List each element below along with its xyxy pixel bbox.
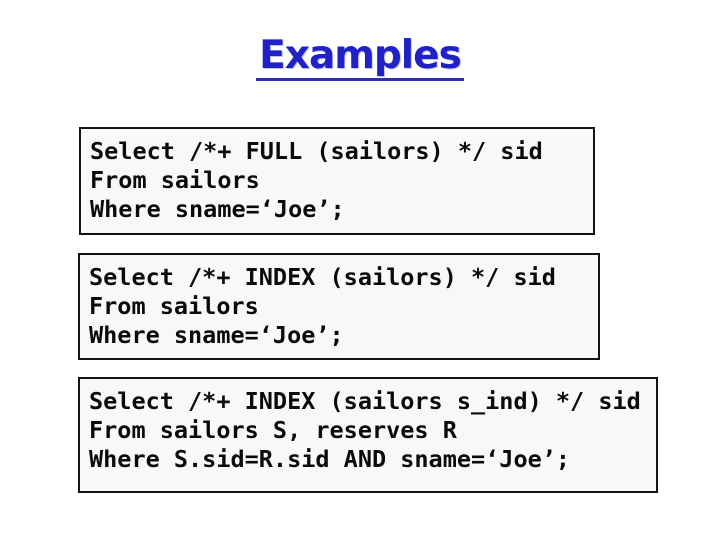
code-line: Select /*+ INDEX (sailors s_ind) */ sid xyxy=(89,387,641,415)
code-line: From sailors xyxy=(90,166,260,194)
code-box-named-index-hint: Select /*+ INDEX (sailors s_ind) */ sid … xyxy=(78,377,658,493)
code-line: Where sname=‘Joe’; xyxy=(90,195,345,223)
slide-title-text: Examples xyxy=(256,35,464,81)
code-line: Where S.sid=R.sid AND sname=‘Joe’; xyxy=(89,445,571,473)
code-line: Where sname=‘Joe’; xyxy=(89,321,344,349)
slide-title: Examples xyxy=(0,35,720,81)
code-line: From sailors xyxy=(89,292,259,320)
code-line: From sailors S, reserves R xyxy=(89,416,457,444)
code-box-index-hint: Select /*+ INDEX (sailors) */ sid From s… xyxy=(78,253,600,360)
code-line: Select /*+ INDEX (sailors) */ sid xyxy=(89,263,556,291)
code-box-full-table-hint: Select /*+ FULL (sailors) */ sid From sa… xyxy=(79,127,595,235)
code-line: Select /*+ FULL (sailors) */ sid xyxy=(90,137,543,165)
